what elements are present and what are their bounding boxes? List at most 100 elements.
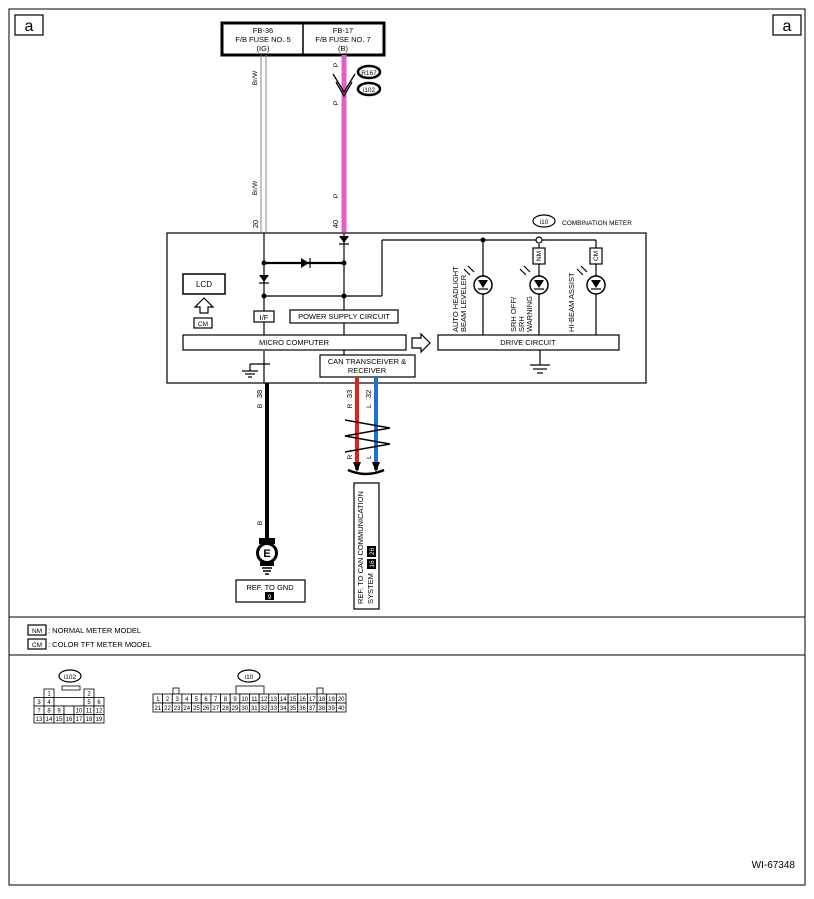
- ground-icon: [242, 364, 258, 378]
- connector-pin-number: 30: [241, 706, 248, 712]
- combination-meter-box: [166, 232, 647, 384]
- arrow-up-icon: [193, 297, 215, 314]
- page-marker-left: [14, 14, 44, 36]
- ref-to-can-code: 16: [369, 560, 376, 568]
- connector-badge: [58, 669, 82, 683]
- lamp-label: HI-BEAM ASSIST: [567, 272, 576, 332]
- micro-computer-block: [182, 334, 407, 351]
- connector-pin-number: 5: [87, 700, 91, 706]
- pin-number: 40: [331, 220, 340, 228]
- connector-pin-number: 14: [46, 717, 53, 723]
- lcd-label: LCD: [196, 280, 212, 289]
- legend-nm-tag-label: NM: [32, 628, 42, 635]
- connector-i10-face-label: i10: [245, 674, 254, 681]
- lamp-label: SRH OFF/: [509, 296, 518, 332]
- connector-badge: [356, 81, 382, 97]
- connector-latch: [61, 685, 81, 691]
- connector-pin-number: 33: [270, 706, 277, 712]
- nm-tag-label: NM: [536, 251, 543, 261]
- connector-pin-number: 10: [241, 697, 248, 703]
- lamp-label: WARNING: [525, 296, 534, 332]
- connector-pin-number: 5: [195, 697, 199, 703]
- ref-to-can-label: SYSTEM: [366, 573, 375, 604]
- wire-color-label: R: [347, 454, 354, 459]
- led-lamp-icon: [519, 265, 549, 295]
- lcd-block: [182, 273, 226, 295]
- micro-computer-label: MICRO COMPUTER: [259, 338, 330, 347]
- connector-pin-number: 14: [280, 697, 287, 703]
- fuse-supply: (IG): [257, 44, 270, 53]
- ref-code-badge: [367, 546, 376, 557]
- connector-pin-number: 29: [232, 706, 239, 712]
- led-lamp-icon: [576, 265, 606, 295]
- meter-title: COMBINATION METER: [562, 220, 632, 227]
- legend-cm-text: : COLOR TFT METER MODEL: [48, 640, 151, 649]
- connector-pin-number: 9: [57, 709, 61, 715]
- connector-i10-label: i10: [540, 219, 549, 226]
- fuse-name: F/B FUSE NO. 7: [315, 35, 370, 44]
- page-marker-left-label: a: [25, 18, 34, 35]
- lamp-label: AUTO HEADLIGHT: [451, 266, 460, 332]
- connector-pin-cell: [93, 714, 105, 724]
- connector-pin-number: 6: [204, 697, 208, 703]
- wire-color-label: P: [333, 101, 340, 105]
- drive-circuit-label: DRIVE CIRCUIT: [500, 338, 556, 347]
- connector-pin-number: 36: [299, 706, 306, 712]
- cm-tag: [589, 247, 603, 265]
- connector-pin-number: 13: [270, 697, 277, 703]
- ref-code-badge: [367, 559, 376, 569]
- connector-pin-number: 18: [86, 717, 93, 723]
- wire-color-label: P: [333, 63, 340, 67]
- connector-pin-number: 20: [338, 697, 345, 703]
- interface-label: I/F: [260, 313, 269, 322]
- connector-pin-number: 17: [76, 717, 83, 723]
- connector-pin-number: 40: [338, 706, 345, 712]
- connector-pin-cell: [335, 702, 347, 713]
- connector-pin-cell: [53, 697, 85, 707]
- connector-pin-number: 13: [36, 717, 43, 723]
- connector-pin-number: 17: [309, 697, 316, 703]
- connector-pin-number: 2: [166, 697, 170, 703]
- ref-to-gnd-code: 9: [268, 594, 272, 601]
- connector-pin-number: 12: [261, 697, 268, 703]
- connector-pin-number: 26: [203, 706, 210, 712]
- wire-color-label: Br/W: [252, 70, 259, 85]
- pin-number: 33: [345, 390, 354, 398]
- connector-pin-number: 23: [174, 706, 181, 712]
- page-marker-right-label: a: [783, 18, 792, 35]
- connector-pin-number: 37: [309, 706, 316, 712]
- connector-pin-number: 16: [66, 717, 73, 723]
- wire-color-label: B: [257, 404, 264, 408]
- connector-pin-number: 8: [47, 709, 51, 715]
- power-supply-block: [289, 309, 399, 324]
- connector-pin-number: 6: [97, 700, 101, 706]
- drive-circuit-block: [437, 334, 620, 351]
- led-lamp-icon: [463, 265, 493, 295]
- ground-icon: [530, 350, 550, 374]
- fuse-code: FB-17: [333, 26, 353, 35]
- connector-arc: [347, 468, 385, 476]
- open-terminal: [535, 236, 543, 244]
- pin-number: 20: [251, 220, 260, 228]
- wire-color-label: L: [366, 455, 373, 459]
- connector-pin-number: 9: [233, 697, 237, 703]
- lamp-label: SRH: [517, 316, 526, 332]
- connector-latch: [235, 685, 265, 695]
- connector-pin-number: 3: [37, 700, 41, 706]
- connector-pin-number: 12: [96, 709, 103, 715]
- connector-pin-number: 27: [212, 706, 219, 712]
- ref-to-gnd-box: [235, 579, 306, 603]
- connector-pin-number: 25: [193, 706, 200, 712]
- junction-dots: [261, 237, 486, 299]
- ref-code-badge: [265, 592, 274, 600]
- diode-icon: [259, 275, 269, 282]
- can-transceiver-label: CAN TRANSCEIVER &: [328, 357, 406, 366]
- connector-pin-number: 22: [164, 706, 171, 712]
- connector-key: [316, 687, 324, 695]
- connector-pin-number: 16: [299, 697, 306, 703]
- connector-chevron: [335, 81, 353, 98]
- fuse-supply: (B): [338, 44, 349, 53]
- connector-pin-number: 7: [37, 709, 41, 715]
